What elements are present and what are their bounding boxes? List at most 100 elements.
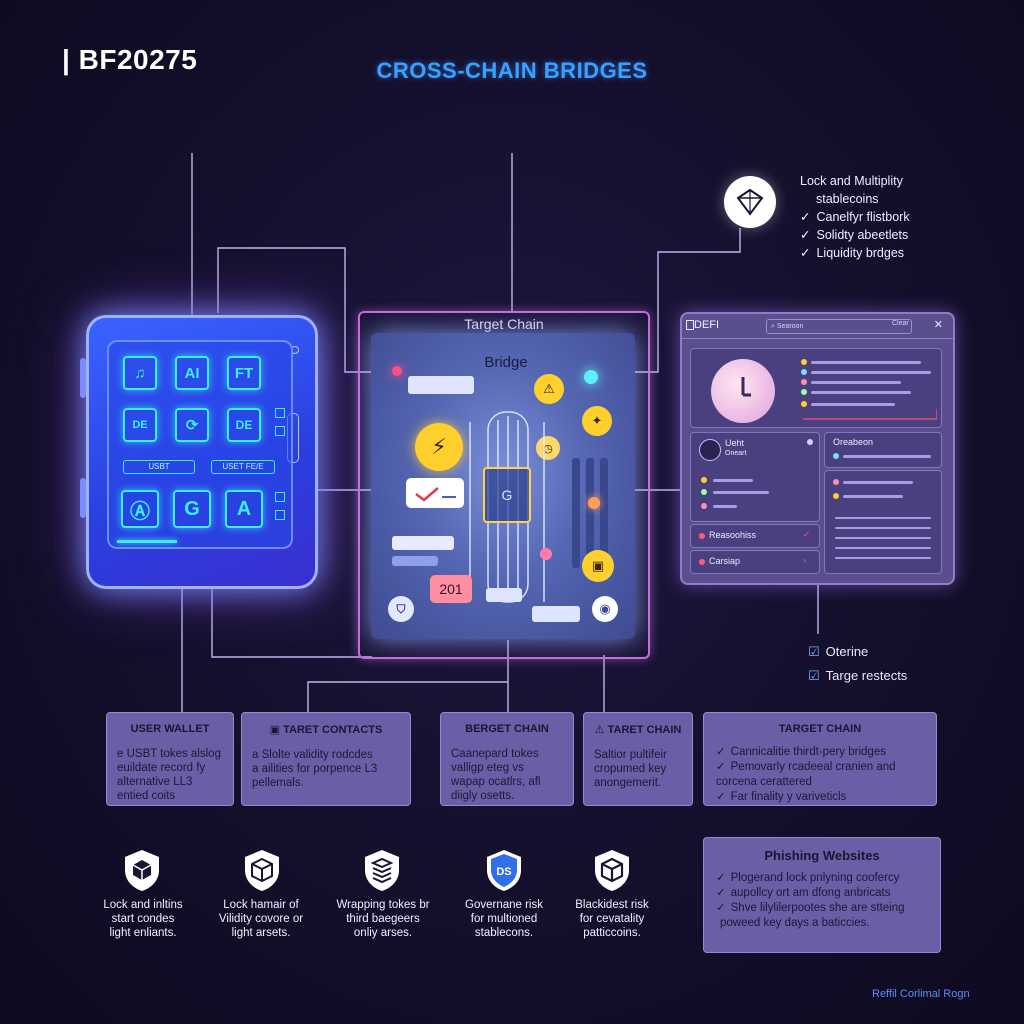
app-tile-a[interactable]: A: [225, 490, 263, 528]
search-icon: ⌕: [771, 323, 777, 330]
wallet-button-uset[interactable]: USET FE/E: [211, 460, 275, 474]
text-line: [811, 403, 895, 406]
indicator: [275, 426, 285, 436]
risk-text: Lock hamair of Vilidity covore or light …: [196, 898, 326, 940]
status-dot: [801, 369, 807, 375]
status-dot: [801, 401, 807, 407]
phishing-box: Phishing Websites ✓Plogerand lock pnlyni…: [703, 837, 941, 953]
text-line: [811, 391, 911, 394]
legend: ☑Oterine ☑Targe restects: [808, 640, 907, 688]
window-icon: [686, 320, 694, 330]
user-coin-icon: ◉: [592, 596, 618, 622]
app-tile-ai[interactable]: AI: [175, 356, 209, 390]
cube-shield-icon: [125, 850, 159, 891]
approval-card: [406, 478, 464, 508]
app-tile-de[interactable]: DE: [123, 408, 157, 442]
box-body: e USBT tokes alslog euildate record fy a…: [117, 747, 223, 803]
checkbox-icon: ☑: [808, 644, 820, 659]
check-icon: ✓: [716, 791, 726, 803]
risk-text: Lock and inltins start condes light enli…: [78, 898, 208, 940]
list-row[interactable]: Carsiap ›: [690, 550, 820, 574]
phishing-line: aupollcy ort am dfong anbricats: [730, 887, 891, 899]
chevron-right-icon: ✓: [803, 529, 811, 539]
status-dot: [699, 559, 705, 565]
box-line: wapap ocatlrs, afl: [451, 776, 541, 788]
box-line: a Slolte validity rodcdes: [252, 749, 373, 761]
app-tile-music[interactable]: ♫: [123, 356, 157, 390]
text-line: [713, 505, 737, 508]
box-body: Saltior pultifeir cropumed key anongemer…: [594, 748, 682, 790]
app-tile-sync[interactable]: ⟳: [175, 408, 209, 442]
target-chain-box: TARGET CHAIN ✓Cannicalitie thirdt-pery b…: [703, 712, 937, 806]
user-name: Ueht: [725, 438, 745, 448]
list-row[interactable]: Reasoohiss ✓: [690, 524, 820, 548]
table-row: [835, 517, 931, 519]
warning-coin-icon: ⚠: [534, 374, 564, 404]
phishing-line: Plogerand lock pnlyning coofercy: [730, 872, 900, 884]
wire: [211, 583, 372, 658]
wallet-button-usbt[interactable]: USBT: [123, 460, 195, 474]
app-tile-ft[interactable]: FT: [227, 356, 261, 390]
indicator: [275, 510, 285, 520]
close-icon[interactable]: ✕: [933, 319, 943, 331]
app-tile-g[interactable]: G: [173, 490, 211, 528]
box-line: alternative LL3: [117, 776, 193, 788]
box-line: cropumed key: [594, 763, 667, 775]
defi-dashboard: DEFI ⌕ Searoon Clear ✕ Ueht Oneart Reaso…: [680, 312, 955, 585]
box-title: TARGET CHAIN: [778, 723, 862, 735]
risk-line: Vilidity covore or: [218, 913, 304, 925]
check-icon: ✓: [716, 746, 726, 758]
info-title: Oreabeon: [833, 437, 874, 447]
berget-chain-box: BERGET CHAIN Caanepard tokes valligp ete…: [440, 712, 574, 806]
shield-coin-icon: ⛉: [388, 596, 414, 622]
box-line: Saltior pultifeir: [594, 749, 667, 761]
top-note: Lock and Multiplity stablecoins ✓Canelfy…: [800, 172, 910, 262]
footer-credit: Reffil Corlimal Rogn: [872, 988, 970, 1000]
token-chip: [392, 556, 438, 566]
clock-coin-icon: ◷: [536, 436, 560, 460]
target-contacts-box: ▣ TARET CONTACTS a Slolte validity rodcd…: [241, 712, 411, 806]
number-tag: 201: [430, 575, 472, 603]
target-chain-label: Target Chain: [464, 316, 544, 332]
text-line: [713, 491, 769, 494]
ds-shield-icon: DS: [487, 850, 521, 891]
box-body: a Slolte validity rodcdes a ailities for…: [252, 748, 400, 790]
clock-chart-icon: [711, 359, 775, 423]
note-item: Solidty abeetlets: [816, 228, 909, 242]
row-label: Reasoohiss: [709, 530, 757, 540]
status-dot: [801, 359, 807, 365]
table-card: [824, 470, 942, 574]
search-input[interactable]: ⌕ Searoon: [766, 319, 912, 334]
contract-icon: ▣: [269, 724, 281, 736]
box-title-text: TARET CHAIN: [607, 724, 682, 736]
cube-outline-icon: [595, 850, 629, 891]
table-row: [835, 557, 931, 559]
app-tile-de-2[interactable]: DE: [227, 408, 261, 442]
check-icon: ✓: [716, 761, 726, 773]
search-placeholder: Searoon: [776, 323, 804, 330]
token-chip: [486, 588, 522, 602]
avatar: [699, 439, 721, 461]
risk-line: Lock and inltins: [103, 899, 183, 911]
risk-line: Governane risk: [465, 899, 543, 911]
menu-dot[interactable]: [807, 439, 813, 445]
indicator: [275, 408, 285, 418]
rail-bar: [572, 458, 580, 568]
status-dot: [801, 379, 807, 385]
phishing-line: poweed key days a baticcies.: [720, 917, 870, 929]
table-row: [835, 537, 931, 539]
risk-line: Wrapping tokes br: [336, 899, 430, 911]
status-dot: [833, 479, 839, 485]
status-dot: [701, 489, 707, 495]
check-icon: ✓: [800, 210, 811, 224]
text-line: [811, 371, 931, 374]
app-tile-a-circle[interactable]: Ⓐ: [121, 490, 159, 528]
legend-item: Targe restects: [825, 668, 908, 683]
bridge-core-icon: G: [483, 467, 531, 523]
box-line: Caanepard tokes: [451, 748, 539, 760]
sparkline: [803, 409, 937, 420]
search-clear-button[interactable]: Clear: [892, 320, 909, 327]
rail-bar: [600, 458, 608, 568]
status-dot: [699, 533, 705, 539]
glow-dot: [392, 366, 402, 376]
